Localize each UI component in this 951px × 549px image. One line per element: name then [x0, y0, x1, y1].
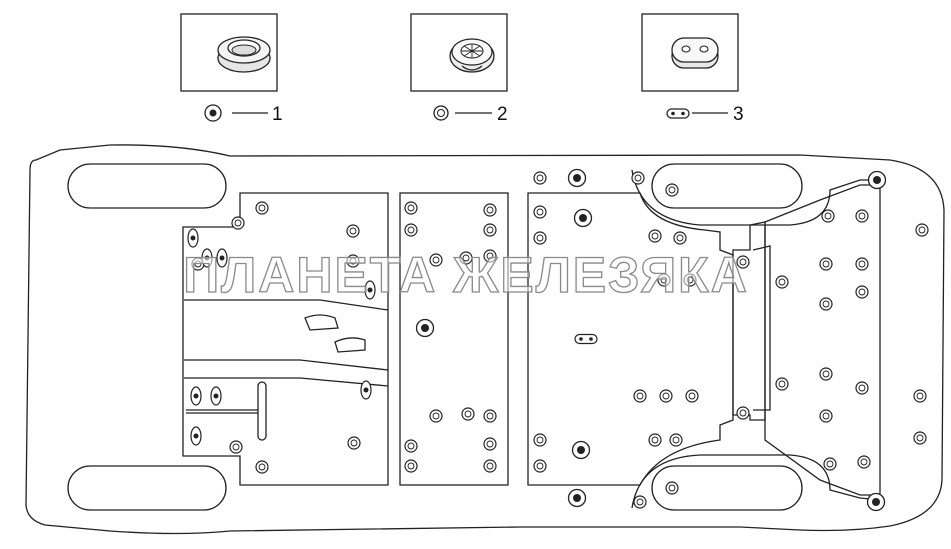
plug-marker-small [913, 389, 927, 403]
plug-marker-small [819, 257, 833, 271]
part-3-number: 3 [733, 104, 744, 125]
plug-marker-small [736, 406, 750, 420]
plug-marker-small [855, 257, 869, 271]
plug-marker-two-hole [574, 333, 598, 345]
plug-marker-small [855, 381, 869, 395]
floor-panels [182, 184, 881, 496]
plug-marker-small [483, 459, 497, 473]
plug-markers-type-3 [574, 333, 598, 345]
plug-marker-small [255, 460, 269, 474]
part-1-callout: 1 [204, 104, 283, 125]
plug-marker-small [855, 285, 869, 299]
plug-marker-small [483, 249, 497, 263]
plug-marker-small [665, 481, 679, 495]
plug-marker-small [483, 223, 497, 237]
plug-marker-small [775, 377, 789, 391]
plug-marker-small [669, 433, 683, 447]
floor-pan [25, 144, 945, 535]
plug-marker-large [571, 440, 591, 460]
plug-marker-oval-vertical [190, 426, 202, 446]
plug-marker-large [573, 208, 593, 228]
plug-marker-small [231, 216, 245, 230]
plug-marker-oval-vertical [187, 228, 199, 248]
ribbed-plug-icon [449, 38, 495, 73]
plug-marker-small [736, 255, 750, 269]
plug-marker-small [461, 407, 475, 421]
oval-two-hole-plug-icon [671, 37, 719, 69]
tunnel-details [184, 299, 389, 441]
part-1-thumbnail [180, 13, 278, 92]
part-legend: 1 2 [180, 13, 744, 125]
plug-marker-small [819, 297, 833, 311]
watermark: ПЛАНЕТА ЖЕЛЕЗЯКА [183, 247, 749, 303]
plug-marker-small [404, 201, 418, 215]
part-3-thumbnail [641, 13, 739, 92]
plug-marker-oval-vertical [190, 386, 202, 406]
plug-marker-small [229, 440, 243, 454]
plug-marker-small [347, 436, 361, 450]
plug-marker-small [483, 203, 497, 217]
part-2-callout: 2 [433, 104, 508, 125]
plug-marker-small [633, 495, 647, 509]
plug-marker-small [459, 251, 473, 265]
plug-marker-large [415, 318, 435, 338]
plug-marker-small [533, 459, 547, 473]
plug-markers-type-1 [187, 168, 887, 512]
plug-marker-large [866, 492, 886, 512]
plug-marker-small [533, 433, 547, 447]
plug-marker-small [633, 389, 647, 403]
part-1-number: 1 [272, 104, 283, 125]
plug-marker-small [857, 455, 871, 469]
plug-marker-large [567, 168, 587, 188]
plug-marker-oval-vertical [210, 386, 222, 406]
plug-marker-small [533, 231, 547, 245]
plug-marker-oval-vertical [216, 248, 228, 268]
plug-marker-small [483, 437, 497, 451]
plug-marker-small [631, 171, 645, 185]
plug-marker-large [567, 488, 587, 508]
plug-marker-small [533, 205, 547, 219]
plug-marker-small [665, 183, 679, 197]
plug-marker-small [775, 275, 789, 289]
plug-marker-small [255, 201, 269, 215]
plug-marker-small [685, 389, 699, 403]
plug-marker-small [913, 431, 927, 445]
part-3-callout: 3 [666, 104, 744, 125]
plug-marker-small [673, 231, 687, 245]
plug-marker-small [404, 223, 418, 237]
part-2-thumbnail [410, 13, 508, 92]
plug-marker-small [191, 257, 205, 271]
plug-marker-small [483, 409, 497, 423]
wheel-arches [67, 163, 881, 511]
plug-marker-small [819, 367, 833, 381]
plug-markers-type-2 [191, 171, 929, 509]
plug-marker-small [819, 409, 833, 423]
plug-marker-small [533, 171, 547, 185]
plug-marker-small [915, 223, 929, 237]
plug-marker-small [429, 409, 443, 423]
plug-marker-small [404, 439, 418, 453]
plug-marker-small [404, 459, 418, 473]
plug-marker-small [429, 253, 443, 267]
plug-marker-small [346, 254, 360, 268]
plug-marker-small [657, 273, 671, 287]
plug-marker-oval-vertical [364, 280, 376, 300]
round-grommet-icon [217, 36, 271, 73]
plug-marker-small [648, 229, 662, 243]
part-2-number: 2 [497, 104, 508, 125]
plug-marker-oval-vertical [201, 248, 213, 268]
plug-marker-oval-vertical [360, 380, 372, 400]
floor-pan-outline [25, 144, 945, 535]
plug-marker-small [823, 457, 837, 471]
plug-marker-small [821, 209, 835, 223]
plug-marker-small [659, 389, 673, 403]
plug-marker-small [683, 273, 697, 287]
plug-marker-large [867, 170, 887, 190]
plug-marker-small [648, 433, 662, 447]
plug-marker-small [855, 209, 869, 223]
plug-marker-small [346, 224, 360, 238]
